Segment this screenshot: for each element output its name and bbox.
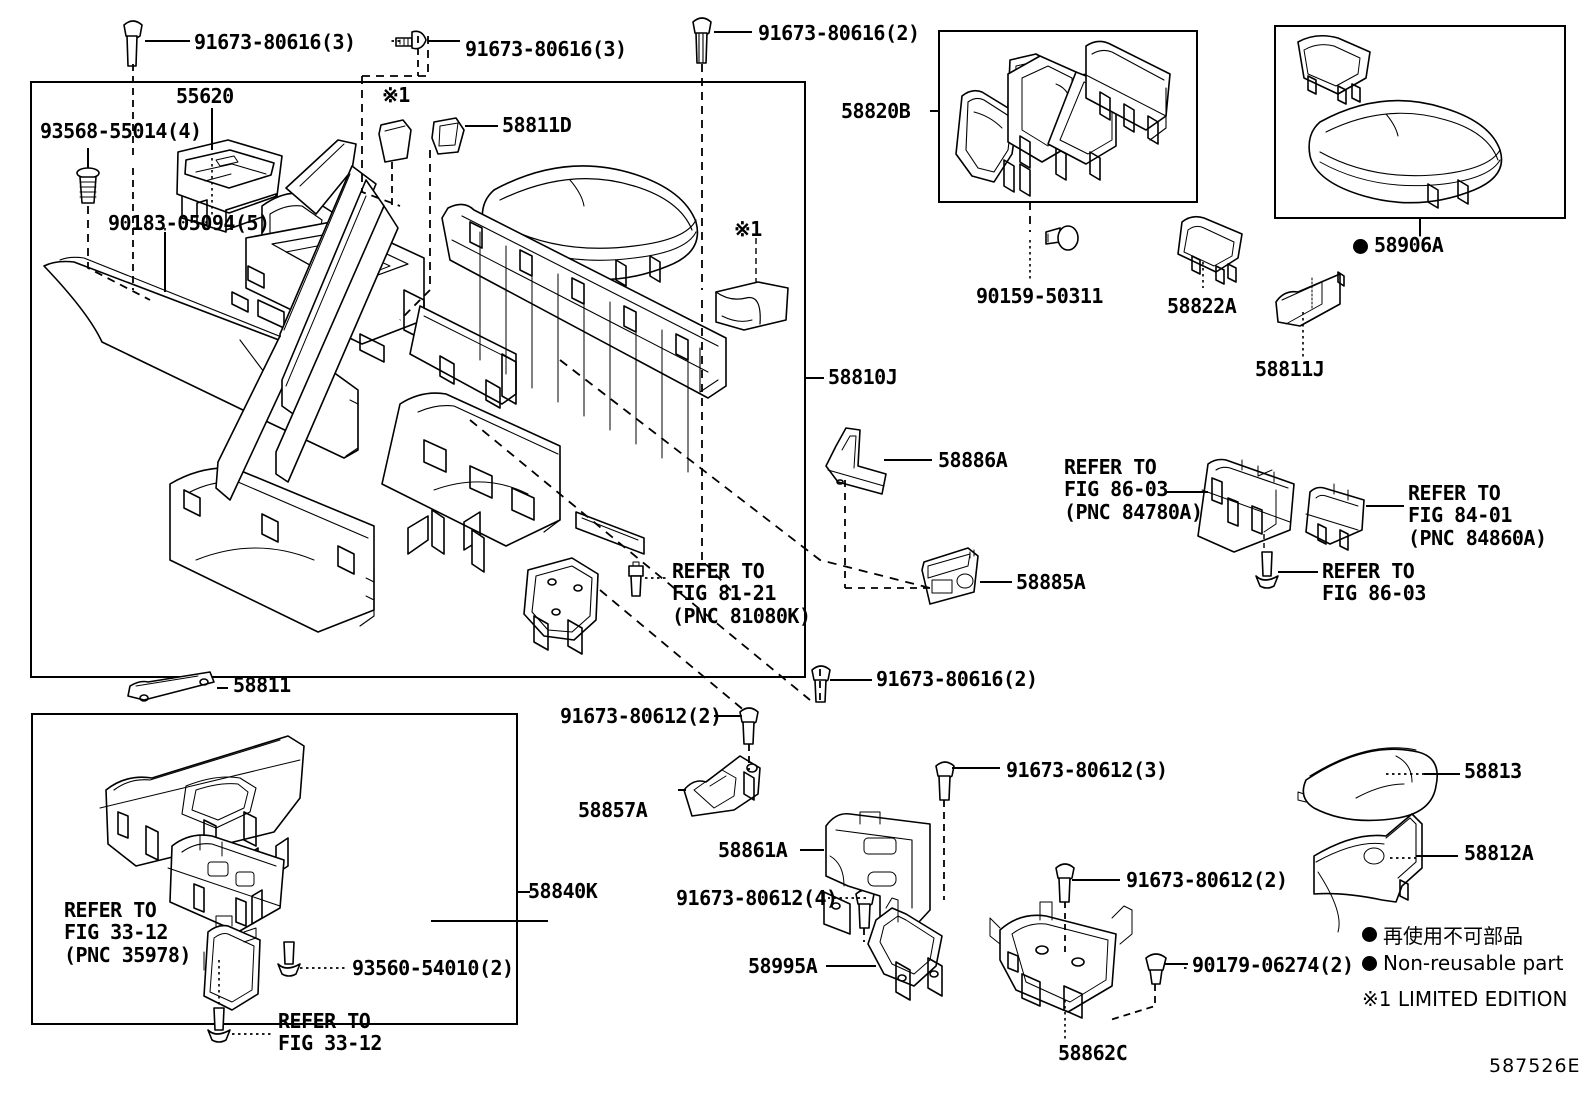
legend-jp-text: 再使用不可部品 (1383, 924, 1523, 948)
bolt-icon-1 (123, 20, 143, 67)
label-91673-80616-2a: 91673-80616(2) (758, 21, 920, 45)
label-93568-55014: 93568-55014(4) (40, 119, 202, 143)
screw-8603-icon (1255, 551, 1279, 589)
panel-58812a-illustration (1313, 813, 1423, 933)
label-91673-80616-2b: 91673-80616(2) (876, 667, 1038, 691)
label-58857a: 58857A (578, 798, 648, 822)
bracket-58886a-illustration (825, 427, 887, 495)
legend-limited-text: ※1 LIMITED EDITION (1362, 987, 1568, 1011)
label-91673-80612-2a: 91673-80612(2) (560, 704, 722, 728)
bracket-58857a-illustration (683, 755, 761, 817)
connector-84860a-illustration (1305, 483, 1365, 551)
plug-90159-icon (1045, 225, 1079, 251)
label-91673-80612-2b: 91673-80612(2) (1126, 868, 1288, 892)
label-91673-80616-3b: 91673-80616(3) (465, 37, 627, 61)
label-90183-05094: 90183-05094(5) (108, 211, 270, 235)
label-58995a: 58995A (748, 954, 818, 978)
label-91673-80616-3a: 91673-80616(3) (194, 30, 356, 54)
nonreusable-dot-icon (1362, 955, 1377, 971)
nonreusable-dot-icon (1362, 927, 1377, 942)
panel-58820b-frame (938, 30, 1198, 203)
label-91673-80612-3: 91673-80612(3) (1006, 758, 1168, 782)
bolt-icon-4 (811, 665, 831, 703)
nonreusable-dot-icon (1353, 239, 1368, 254)
label-58886a: 58886A (938, 448, 1008, 472)
module-84780a-illustration (1197, 458, 1295, 553)
label-58820b: 58820B (841, 99, 911, 123)
lid-58906a-frame (1274, 25, 1566, 219)
nut-icon-90179 (1145, 953, 1167, 985)
label-refer-84-01-84860a: REFER TO FIG 84-01 (PNC 84860A) (1408, 481, 1547, 550)
bolt-icon-3 (692, 17, 712, 64)
bracket-58995a-illustration (867, 897, 943, 1001)
bolt-icon-7 (1055, 863, 1075, 903)
leader-90179 (1109, 984, 1156, 1021)
label-58861a: 58861A (718, 838, 788, 862)
label-refer-81-21: REFER TO FIG 81-21 (PNC 81080K) (672, 559, 811, 628)
label-refer-33-12-35978: REFER TO FIG 33-12 (PNC 35978) (64, 898, 191, 967)
label-58840k: 58840K (528, 879, 598, 903)
legend-row-en: Non-reusable part (1362, 951, 1567, 975)
label-90179-06274: 90179-06274(2) (1192, 953, 1354, 977)
bolt-icon-6 (935, 761, 955, 801)
trim-58811j-illustration (1275, 271, 1345, 327)
label-58811: 58811 (233, 673, 291, 697)
label-58885a: 58885A (1016, 570, 1086, 594)
bracket-58861a-illustration (823, 811, 931, 957)
bolt-icon-2 (395, 30, 427, 50)
label-55620: 55620 (176, 84, 234, 108)
label-mark-1b: ※1 (734, 217, 762, 241)
diagram-code: 587526E (1489, 1055, 1581, 1077)
label-58812a: 58812A (1464, 841, 1534, 865)
bracket-58862c-illustration (989, 901, 1133, 1019)
label-58810j: 58810J (828, 365, 898, 389)
bolt-icon-8 (855, 889, 875, 929)
label-refer-33-12: REFER TO FIG 33-12 (278, 1009, 382, 1056)
legend-row-jp: 再使用不可部品 (1362, 920, 1567, 949)
cover-58813-illustration (1297, 747, 1438, 822)
label-58811d: 58811D (502, 113, 572, 137)
label-58813: 58813 (1464, 759, 1522, 783)
label-refer-86-03: REFER TO FIG 86-03 (1322, 559, 1426, 606)
label-refer-86-03-84780a: REFER TO FIG 86-03 (PNC 84780A) (1064, 455, 1203, 524)
legend-en-text: Non-reusable part (1383, 951, 1564, 975)
cap-58822a-illustration (1177, 215, 1243, 285)
label-58811j: 58811J (1255, 357, 1325, 381)
label-58862c: 58862C (1058, 1041, 1128, 1065)
legend-row-limited: ※1 LIMITED EDITION (1362, 987, 1567, 1011)
label-58822a: 58822A (1167, 294, 1237, 318)
holder-58885a-illustration (921, 547, 979, 605)
label-90159-50311: 90159-50311 (976, 284, 1103, 308)
label-91673-80612-4: 91673-80612(4) (676, 886, 838, 910)
label-mark-1a: ※1 (382, 83, 410, 107)
legend-block: 再使用不可部品 Non-reusable part ※1 LIMITED EDI… (1362, 920, 1567, 1013)
label-58906a: 58906A (1353, 234, 1444, 256)
label-93560-54010: 93560-54010(2) (352, 956, 514, 980)
panel-58840k-frame (31, 713, 518, 1025)
bolt-icon-5 (739, 707, 759, 745)
